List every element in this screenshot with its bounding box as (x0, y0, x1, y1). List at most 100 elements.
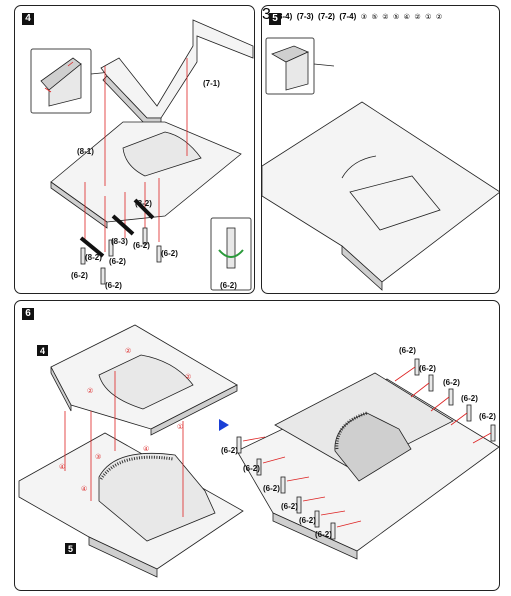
label-6-2: (6-2) (479, 412, 496, 421)
circled-step-3: ③ (95, 453, 101, 461)
panel-step-4: 4 (7-1) (8-1) (8-2) (14, 5, 255, 294)
circled-step-2: ② (382, 13, 389, 21)
part-7-4: (8-4) (7-3) (7-2) (7-4) ③ ⑤ ② ⑤ ④ ② ① ② (275, 6, 442, 23)
detail-leader-line (313, 63, 335, 67)
label-6-2: (6-2) (263, 484, 280, 493)
label-6-2: (6-2) (133, 241, 150, 250)
label-6-2-inset: (6-2) (220, 281, 237, 290)
peg-6-2 (142, 227, 148, 245)
peg-6-2 (156, 245, 162, 263)
circled-step-5: ⑤ (371, 13, 378, 21)
base-plate-edge (341, 245, 383, 291)
rotate-arrow-icon: (8-4) (7-3) (7-2) (7-4) ③ ⑤ ② ⑤ ④ ② ① ② (275, 6, 442, 23)
circled-step-3: ③ (360, 13, 368, 21)
circled-step-4: ④ (59, 463, 65, 471)
assembled-edge (272, 512, 358, 560)
step-number: 4 (22, 13, 34, 25)
detail-glue-mark (44, 61, 74, 93)
label-8-2b: (8-2) (135, 199, 152, 208)
arch-teeth (335, 411, 368, 450)
label-6-2: (6-2) (443, 378, 460, 387)
sub-step-marker-5 (65, 543, 76, 554)
frame-edge (50, 366, 72, 412)
base-edge (88, 536, 158, 578)
label-6-2: (6-2) (71, 271, 88, 280)
peg-leader-lines (242, 436, 362, 528)
label-7-1: (7-1) (203, 79, 220, 88)
label-6-2: (6-2) (281, 502, 298, 511)
frame-edge (150, 384, 238, 436)
base-step-marker: 3 (8-4) (7-3) (7-2) (7-4) ③ ⑤ ② ⑤ ④ ② ① … (262, 6, 442, 23)
step-number: 6 (22, 308, 34, 320)
circled-step-5: ⑤ (392, 13, 400, 21)
assembly-diagram-step-4: (7-1) (8-1) (8-2) (8-3) (8-2) (6-2) (6-2… (30, 19, 254, 291)
arch-teeth: (8-4) (7-3) (7-2) (7-4) ③ ⑤ ② ⑤ ④ ② ① ② (275, 6, 442, 23)
label-7-3: (7-3) (296, 12, 314, 21)
panel-step-6: 6 4 5 ② ② ② ① ④ ③ ④ ④ (14, 300, 500, 591)
guide-line: ③ ⑤ ② ⑤ ④ ② ① ② (361, 6, 442, 23)
base-step-number: 3 (262, 6, 271, 23)
label-6-2: (6-2) (419, 364, 436, 373)
sub-step-number: 4 (40, 346, 45, 356)
peg-6-2 (490, 424, 496, 442)
label-6-2: (6-2) (315, 530, 332, 539)
peg-6-2 (256, 458, 262, 476)
next-step-arrow-icon (219, 419, 229, 431)
label-6-2: (6-2) (105, 281, 122, 290)
part-7-2: (8-4) (7-3) (7-2) (7-4) ③ ⑤ ② ⑤ ④ ② ① ② (275, 6, 442, 23)
part-8-1-edge (50, 181, 108, 229)
sub-step-marker-4 (37, 345, 48, 356)
part-7-1 (100, 19, 254, 119)
circled-step-2: ② (125, 347, 131, 355)
circled-step-4: ④ (143, 445, 149, 453)
step-number: 5 (269, 13, 281, 25)
peg-6-2 (80, 247, 86, 265)
assembly-diagram-step-5 (262, 37, 499, 291)
label-6-2: (6-2) (399, 346, 416, 355)
circled-step-2: ② (414, 13, 421, 21)
detail-part-face (285, 51, 309, 91)
guide-line: ③ ⑤ ② ⑤ ④ ② ① ② (361, 6, 442, 23)
assembly-diagram-step-6: 4 5 ② ② ② ① ④ ③ ④ ④ (18, 324, 499, 578)
guide-line: ③ ⑤ ② ⑤ ④ ② ① ② (361, 6, 442, 23)
detail-part-face (48, 63, 82, 107)
label-8-1: (8-1) (77, 147, 94, 156)
label-8-3: (8-3) (111, 237, 128, 246)
label-7-2: (7-2) (318, 12, 335, 21)
circled-step-1: ① (425, 13, 432, 21)
label-6-2: (6-2) (109, 257, 126, 266)
circled-step-2: ② (185, 373, 191, 381)
peg-leader-lines (394, 366, 492, 444)
sub-step-number: 5 (68, 544, 73, 554)
peg-6-2 (108, 239, 114, 257)
assembled-walls (98, 452, 216, 542)
frame-arch (98, 354, 194, 410)
circled-step-4: ④ (81, 485, 87, 493)
rotate-arrow-icon: (8-4) (7-3) (7-2) (7-4) ③ ⑤ ② ⑤ ④ ② ① ② (275, 6, 442, 23)
circled-step-4: ④ (403, 13, 410, 21)
circled-step-1: ① (177, 423, 183, 431)
circled-step-2: ② (87, 387, 93, 395)
peg-detail (226, 227, 236, 269)
peg-6-2 (466, 404, 472, 422)
part-8-4: (8-4) (7-3) (7-2) (7-4) ③ ⑤ ② ⑤ ④ ② ① ② (275, 6, 442, 23)
label-6-2: (6-2) (243, 464, 260, 473)
part-7-3: (8-4) (7-3) (7-2) (7-4) ③ ⑤ ② ⑤ ④ ② ① ② (275, 6, 442, 23)
guide-line: ③ ⑤ ② ⑤ ④ ② ① ② (361, 6, 442, 23)
strip-8-2 (79, 236, 105, 258)
label-6-2: (6-2) (299, 516, 316, 525)
strip-8-3 (111, 214, 135, 236)
assembled-arch (334, 412, 412, 482)
peg-6-2 (100, 267, 106, 285)
peg-6-2 (314, 510, 320, 528)
peg-6-2 (296, 496, 302, 514)
rotate-arrow-icon (218, 249, 244, 258)
peg-6-2 (280, 476, 286, 494)
panel-step-5: 5 3 (8-4) (7-3) (7-2) (7-4) ③ ⑤ (261, 5, 500, 294)
label-8-2: (8-2) (85, 253, 102, 262)
circled-step-2: ② (435, 13, 443, 21)
base-outline (349, 175, 441, 231)
label-7-4: (7-4) (339, 12, 357, 21)
base-plate-3 (262, 101, 499, 283)
strip-8-2b (133, 198, 155, 220)
